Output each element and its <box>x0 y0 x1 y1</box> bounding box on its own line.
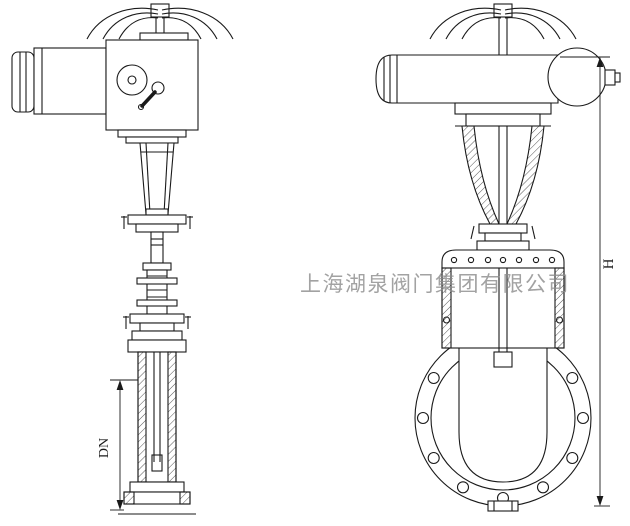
gate-tip <box>151 454 163 472</box>
stem-coupling <box>136 262 178 315</box>
watermark: 上海湖泉阀门集团有限公司 <box>300 272 570 296</box>
gland-front <box>470 223 536 251</box>
valve-body-upper-front <box>441 267 565 368</box>
bonnet-cap <box>441 249 565 269</box>
yoke-bell <box>455 125 551 225</box>
crank-hub <box>151 81 165 95</box>
yoke-column <box>139 142 175 215</box>
bolt-hole <box>566 371 579 385</box>
bolt-hole <box>416 411 430 425</box>
indicator-dial <box>116 64 148 96</box>
h-dimension: H <box>560 56 617 507</box>
bolt-hole <box>576 411 590 425</box>
actuator-base-front <box>454 102 552 127</box>
actuator-front <box>375 47 621 107</box>
lower-gland <box>123 313 191 341</box>
handwheel-shaft <box>604 69 616 86</box>
electric-motor <box>11 47 107 115</box>
bolt-hole <box>456 481 470 494</box>
handwheel-side <box>86 3 234 40</box>
h-label: H <box>601 258 617 269</box>
stem-nut <box>493 351 513 368</box>
bolt-hole <box>536 481 550 494</box>
stem-side <box>150 231 164 264</box>
mount-flange <box>117 129 187 144</box>
bolt-hole <box>427 371 440 385</box>
bottom-flange-side <box>118 481 196 515</box>
right-view: H <box>375 3 621 512</box>
crank-handle <box>140 90 157 108</box>
gate-plate <box>458 347 548 483</box>
valve-body-side <box>127 339 187 483</box>
bolt-hole <box>427 451 440 465</box>
bottom-boss <box>487 500 519 512</box>
left-view: DN <box>11 3 234 515</box>
upper-gland <box>121 208 193 233</box>
dn-label: DN <box>97 438 112 458</box>
dn-dimension: DN <box>97 379 138 511</box>
bolt-hole <box>566 451 579 465</box>
handwheel-front <box>429 3 577 55</box>
actuator-housing <box>105 32 199 131</box>
